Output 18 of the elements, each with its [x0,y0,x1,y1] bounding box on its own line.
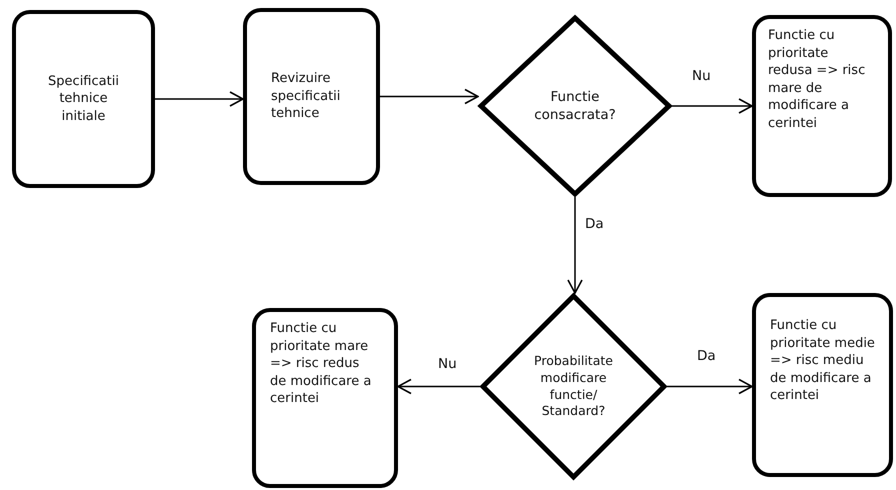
arrow [155,91,244,107]
box-text: Revizuire specificatii tehnice [271,70,342,123]
arrow [667,378,753,394]
arrow [397,378,480,394]
box-text: Functie cu prioritate redusa => risc mare de modificare a cerintei [768,27,866,132]
box-text: Functie cu prioritate medie => risc mediu de modificare a cerintei [770,317,875,405]
process-box [752,293,893,477]
process-box [752,15,892,197]
arrow [567,197,583,294]
arrow [672,98,753,114]
process-box [243,8,380,185]
box-text: Functie cu prioritate mare => risc redus de modificare a cerintei [270,320,372,408]
box-text: Specificatii tehnice initiale [47,72,120,126]
decision-text: Functie consacrata? [533,88,617,124]
process-box [12,10,155,188]
process-box [252,308,398,488]
arrow [380,88,479,104]
decision-text: Probabilitate modificare functie/ Standard? [533,352,614,420]
